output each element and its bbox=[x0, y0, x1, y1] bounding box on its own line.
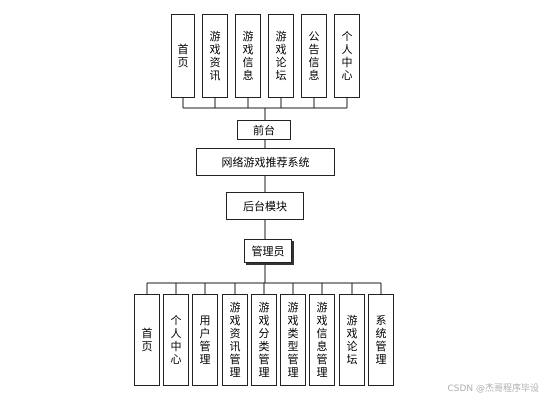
bottom-item-game-type-management: 游戏类型管理 bbox=[280, 294, 306, 386]
bottom-item-game-news-management: 游戏资讯管理 bbox=[222, 294, 248, 386]
bottom-item-personal-center-label: 个人中心 bbox=[170, 314, 182, 366]
bottom-item-home-label: 首页 bbox=[141, 327, 153, 353]
top-item-personal-center-label: 个人中心 bbox=[341, 30, 353, 82]
bottom-item-game-info-management: 游戏信息管理 bbox=[309, 294, 335, 386]
bottom-item-game-forum: 游戏论坛 bbox=[339, 294, 365, 386]
system-box: 网络游戏推荐系统 bbox=[196, 148, 335, 176]
frontend-label: 前台 bbox=[253, 124, 275, 137]
watermark: CSDN @杰哥程序毕设 bbox=[447, 384, 539, 394]
bottom-item-game-news-management-label: 游戏资讯管理 bbox=[229, 301, 241, 379]
top-item-game-news: 游戏资讯 bbox=[202, 14, 228, 98]
bottom-item-system-management-label: 系统管理 bbox=[375, 314, 387, 366]
top-item-game-info-label: 游戏信息 bbox=[242, 30, 254, 82]
bottom-item-game-type-management-label: 游戏类型管理 bbox=[287, 301, 299, 379]
backend-label: 后台模块 bbox=[243, 200, 287, 213]
bottom-item-home: 首页 bbox=[134, 294, 160, 386]
top-item-announcements: 公告信息 bbox=[301, 14, 327, 98]
top-item-home: 首页 bbox=[171, 14, 195, 98]
bottom-item-personal-center: 个人中心 bbox=[163, 294, 189, 386]
top-item-game-news-label: 游戏资讯 bbox=[209, 30, 221, 82]
bottom-item-user-management: 用户管理 bbox=[192, 294, 218, 386]
frontend-box: 前台 bbox=[237, 120, 291, 140]
top-item-game-info: 游戏信息 bbox=[235, 14, 261, 98]
top-item-home-label: 首页 bbox=[177, 43, 189, 69]
top-item-game-forum: 游戏论坛 bbox=[268, 14, 294, 98]
top-item-personal-center: 个人中心 bbox=[334, 14, 360, 98]
top-item-game-forum-label: 游戏论坛 bbox=[275, 30, 287, 82]
bottom-item-game-category-management-label: 游戏分类管理 bbox=[258, 301, 270, 379]
bottom-item-system-management: 系统管理 bbox=[368, 294, 394, 386]
top-item-announcements-label: 公告信息 bbox=[308, 30, 320, 82]
bottom-item-game-info-management-label: 游戏信息管理 bbox=[316, 301, 328, 379]
backend-box: 后台模块 bbox=[226, 192, 304, 220]
admin-box: 管理员 bbox=[244, 239, 292, 263]
bottom-item-user-management-label: 用户管理 bbox=[199, 314, 211, 366]
admin-label: 管理员 bbox=[251, 245, 285, 258]
system-label: 网络游戏推荐系统 bbox=[221, 156, 310, 169]
bottom-item-game-forum-label: 游戏论坛 bbox=[346, 314, 358, 366]
bottom-item-game-category-management: 游戏分类管理 bbox=[251, 294, 277, 386]
